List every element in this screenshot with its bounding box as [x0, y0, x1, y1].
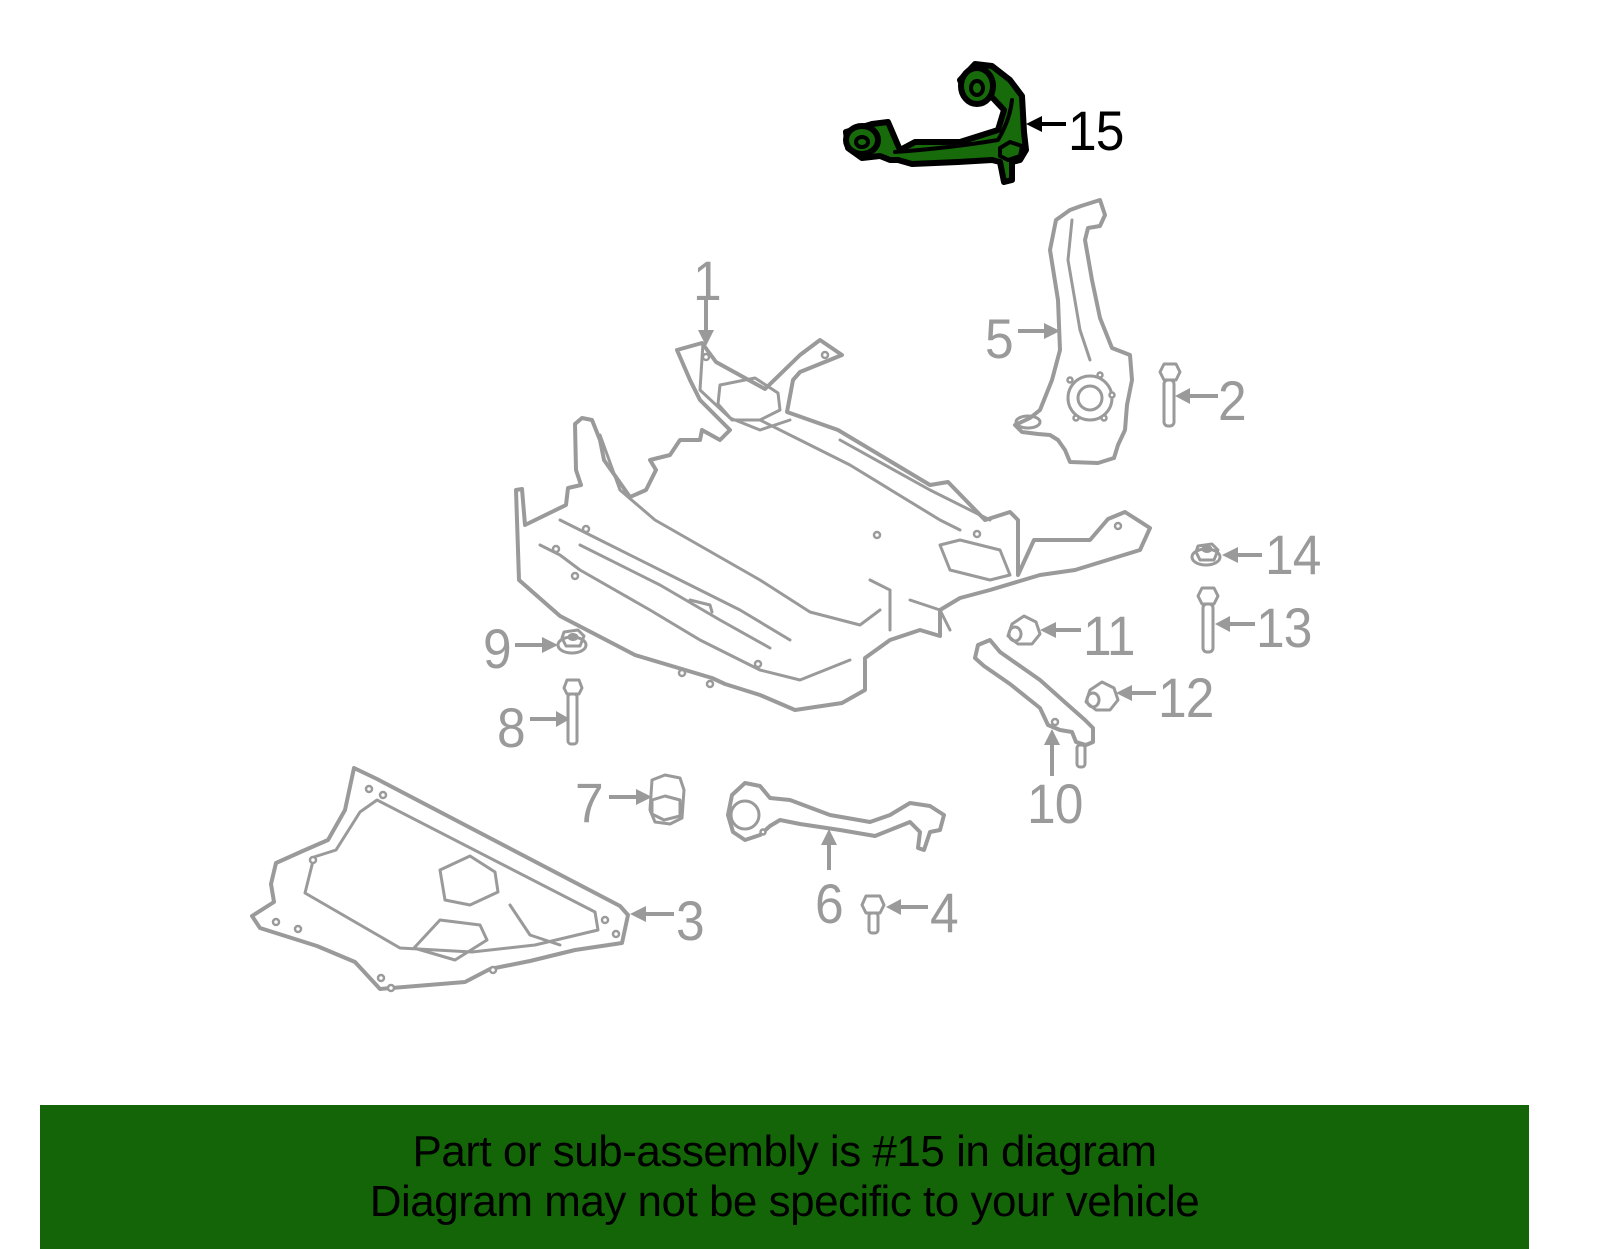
callout-label-11: 11 [1083, 604, 1136, 667]
callout-label-6: 6 [815, 872, 844, 935]
banner-disclaimer-text: Diagram may not be specific to your vehi… [369, 1177, 1200, 1226]
bushing-part-12[interactable] [1084, 680, 1120, 712]
callout-label-12: 12 [1158, 666, 1214, 729]
callout-label-2: 2 [1218, 369, 1247, 432]
skid-plate-part-3[interactable] [250, 766, 630, 993]
callout-label-13: 13 [1256, 596, 1312, 659]
banner-part-number-text: Part or sub-assembly is #15 in diagram [412, 1127, 1158, 1176]
callout-label-8: 8 [497, 696, 526, 759]
bolt-part-8[interactable] [562, 678, 584, 746]
upper-control-arm-part-15[interactable] [843, 61, 1029, 185]
callout-label-5: 5 [985, 307, 1014, 370]
callout-label-9: 9 [483, 617, 512, 680]
callout-label-3: 3 [676, 889, 705, 952]
crossmember-part-1[interactable] [514, 338, 1152, 712]
bolt-part-2[interactable] [1158, 362, 1182, 428]
parts-diagram [250, 61, 1262, 993]
callout-label-7: 7 [575, 771, 604, 834]
bushing-part-11[interactable] [1006, 614, 1042, 646]
steering-knuckle-part-5[interactable] [1013, 198, 1134, 465]
callout-label-10: 10 [1027, 772, 1083, 835]
lower-control-arm-part-6[interactable] [726, 781, 946, 852]
callout-label-1: 1 [693, 249, 722, 312]
bushing-part-7[interactable] [648, 773, 686, 826]
nut-part-14[interactable] [1190, 542, 1222, 567]
callout-label-4: 4 [930, 881, 959, 944]
bolt-part-13[interactable] [1196, 586, 1220, 654]
callout-label-14: 14 [1265, 523, 1321, 586]
part-info-banner: Part or sub-assembly is #15 in diagram D… [40, 1105, 1529, 1249]
tension-strut-part-10[interactable] [973, 638, 1095, 769]
callout-arrows [515, 116, 1262, 922]
bolt-part-4[interactable] [860, 894, 886, 935]
callout-label-15-highlighted: 15 [1068, 99, 1124, 162]
nut-part-9[interactable] [556, 628, 588, 655]
